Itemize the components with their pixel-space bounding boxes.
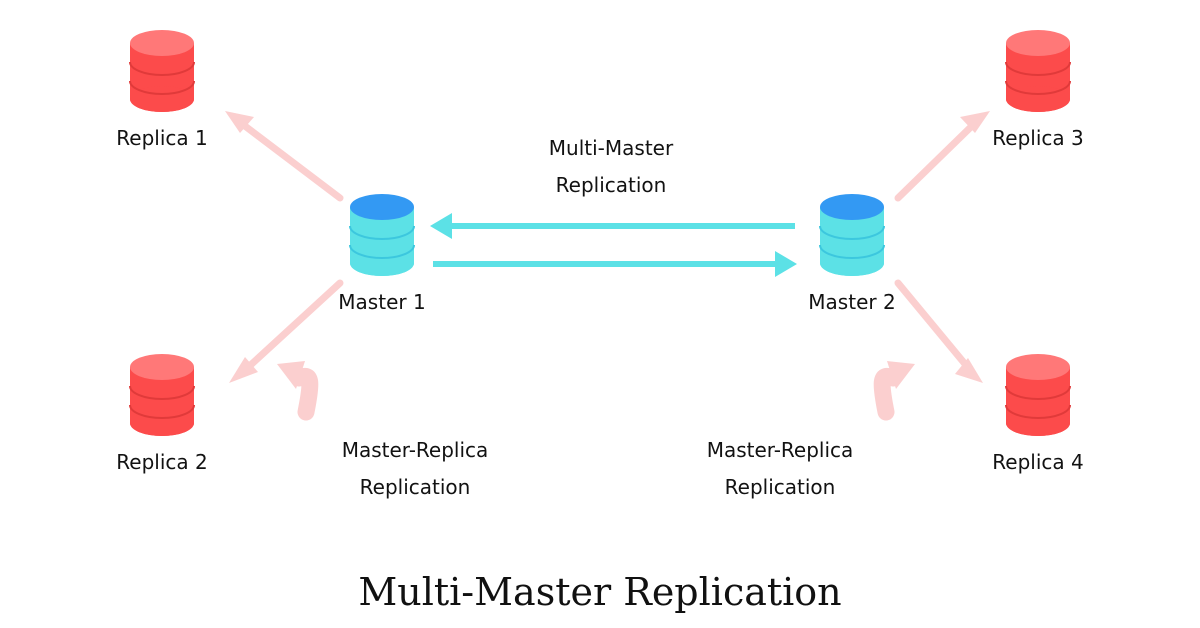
- connection-master1-to-master2: [433, 251, 797, 277]
- edge-label-line-2: Replication: [555, 173, 667, 197]
- connection-master2-to-replica4: [894, 279, 983, 383]
- database-icon-replica: [82, 352, 242, 442]
- edge-label-line-1: Master-Replica: [341, 438, 489, 462]
- database-icon-replica: [958, 352, 1118, 442]
- database-icon-replica: [82, 28, 242, 118]
- node-label-replica-4: Replica 4: [992, 450, 1084, 474]
- diagram-title: Multi-Master Replication: [358, 570, 842, 614]
- database-icon-master: [302, 192, 462, 282]
- node-replica-4[interactable]: Replica 4: [958, 352, 1118, 474]
- connection-master1-to-replica2: [229, 279, 344, 383]
- edge-label-line-2: Replication: [724, 475, 836, 499]
- database-icon-master: [772, 192, 932, 282]
- edge-label-line-1: Master-Replica: [706, 438, 854, 462]
- node-label-replica-3: Replica 3: [992, 126, 1084, 150]
- edge-label-master-replica-right: Master-Replica Replication: [650, 432, 910, 506]
- database-icon-replica: [958, 28, 1118, 118]
- node-replica-1[interactable]: Replica 1: [82, 28, 242, 150]
- edge-label-line-2: Replication: [359, 475, 471, 499]
- connection-curved-arrow-right: [873, 361, 915, 421]
- node-label-master-1: Master 1: [338, 290, 426, 314]
- node-master-1[interactable]: Master 1: [302, 192, 462, 314]
- connection-master2-to-replica3: [894, 111, 990, 202]
- connection-curved-arrow-left: [277, 361, 319, 421]
- node-label-replica-1: Replica 1: [116, 126, 208, 150]
- node-label-master-2: Master 2: [808, 290, 896, 314]
- edge-label-multi-master: Multi-Master Replication: [481, 130, 741, 204]
- node-master-2[interactable]: Master 2: [772, 192, 932, 314]
- node-label-replica-2: Replica 2: [116, 450, 208, 474]
- connection-master1-to-replica1: [225, 111, 344, 202]
- edge-label-line-1: Multi-Master: [548, 136, 674, 160]
- node-replica-2[interactable]: Replica 2: [82, 352, 242, 474]
- connection-master2-to-master1: [430, 213, 795, 239]
- node-replica-3[interactable]: Replica 3: [958, 28, 1118, 150]
- edge-label-master-replica-left: Master-Replica Replication: [285, 432, 545, 506]
